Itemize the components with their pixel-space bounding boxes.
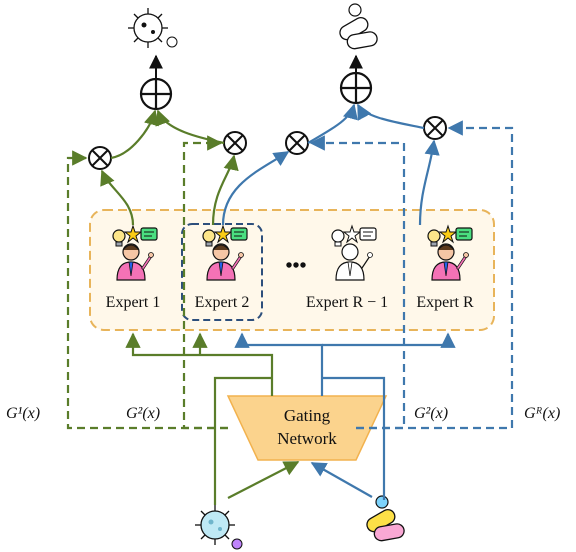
blue-gate-to-expertr (322, 332, 456, 348)
expert-2-highlight (181, 223, 263, 321)
multiply-node-g2-blue (285, 131, 309, 155)
expert-2-label: Expert 2 (195, 294, 250, 311)
expert-1-label: Expert 1 (106, 294, 161, 311)
multiply-node-gr (423, 116, 447, 140)
green-gate-g1-dashed (66, 150, 228, 430)
green-gate-g2-dashed (182, 135, 228, 430)
gate-label-g2-left: G²(x) (126, 405, 160, 422)
blue-pill-right-path (322, 376, 386, 500)
blue-gate-to-expert2 (234, 332, 324, 396)
gating-network (226, 395, 388, 461)
pill-input-icon (366, 495, 405, 542)
expert-r-label: Expert R (416, 294, 474, 311)
multiply-node-g2-green (223, 131, 247, 155)
blue-pill-to-gate (310, 462, 373, 498)
green-expert2-to-mult (211, 154, 239, 226)
blue-gate-gr-dashed (356, 120, 514, 430)
green-gate-to-expert1 (125, 332, 274, 396)
blue-exprtr-to-mult (418, 139, 440, 226)
gate-label-gr: Gᴿ(x) (524, 405, 560, 422)
green-mult2-to-sum (155, 109, 225, 145)
multiply-node-g1 (88, 146, 112, 170)
green-mult1-to-sum (110, 109, 159, 160)
gating-label-line2: Network (277, 429, 337, 448)
green-expert1-to-mult (100, 169, 135, 226)
blue-mult-left-to-sum (307, 103, 358, 144)
blue-expert2-to-mult (221, 151, 290, 226)
blue-gate-g2-dashed (309, 135, 406, 430)
green-virus-left-path (213, 376, 272, 505)
sum-node-left (139, 77, 173, 111)
gate-label-g1: G¹(x) (6, 405, 40, 422)
ellipsis: ••• (285, 255, 306, 277)
virus-output-icon (128, 8, 178, 48)
experts-container (89, 209, 495, 331)
gate-label-g2-right: G²(x) (414, 405, 448, 422)
virus-input-icon (195, 505, 243, 550)
expert-r-minus-1-label: Expert R − 1 (306, 294, 388, 311)
pill-output-icon (339, 3, 378, 50)
blue-mult-right-to-sum (357, 103, 425, 130)
gating-label-line1: Gating (284, 406, 331, 425)
sum-node-right (339, 71, 373, 105)
green-virus-to-gate (227, 461, 300, 499)
